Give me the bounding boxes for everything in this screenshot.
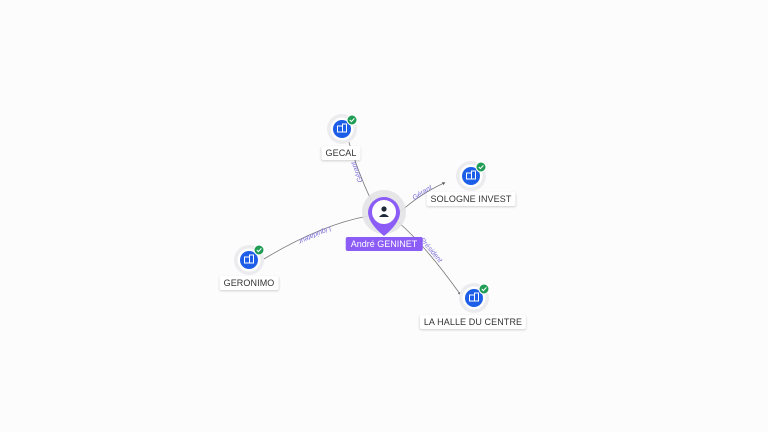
- edge-label-geronimo: Liquidateur: [297, 225, 332, 245]
- verified-check-icon: [475, 161, 487, 173]
- company-node-geronimo[interactable]: [234, 244, 265, 275]
- company-label-halle[interactable]: LA HALLE DU CENTRE: [419, 315, 527, 329]
- edge-halle: Président: [397, 221, 461, 296]
- company-label-geronimo[interactable]: GERONIMO: [219, 276, 279, 290]
- edge-label-gecal: Gérant: [350, 160, 365, 184]
- building-icon: [244, 254, 254, 264]
- building-icon: [466, 170, 476, 180]
- building-icon: [469, 292, 479, 302]
- person-name-label[interactable]: André GENINET: [345, 237, 423, 251]
- company-node-gecal[interactable]: [327, 114, 358, 144]
- company-label-sologne[interactable]: SOLOGNE INVEST: [426, 192, 516, 206]
- verified-check-icon: [346, 114, 358, 126]
- company-node-sologne[interactable]: [456, 161, 487, 191]
- verified-check-icon: [478, 283, 490, 295]
- company-node-halle[interactable]: [459, 283, 490, 313]
- verified-check-icon: [253, 244, 265, 256]
- company-label-gecal[interactable]: GECAL: [321, 146, 361, 160]
- person-icon: [379, 206, 389, 217]
- person-node[interactable]: [362, 190, 406, 236]
- building-icon: [337, 123, 347, 133]
